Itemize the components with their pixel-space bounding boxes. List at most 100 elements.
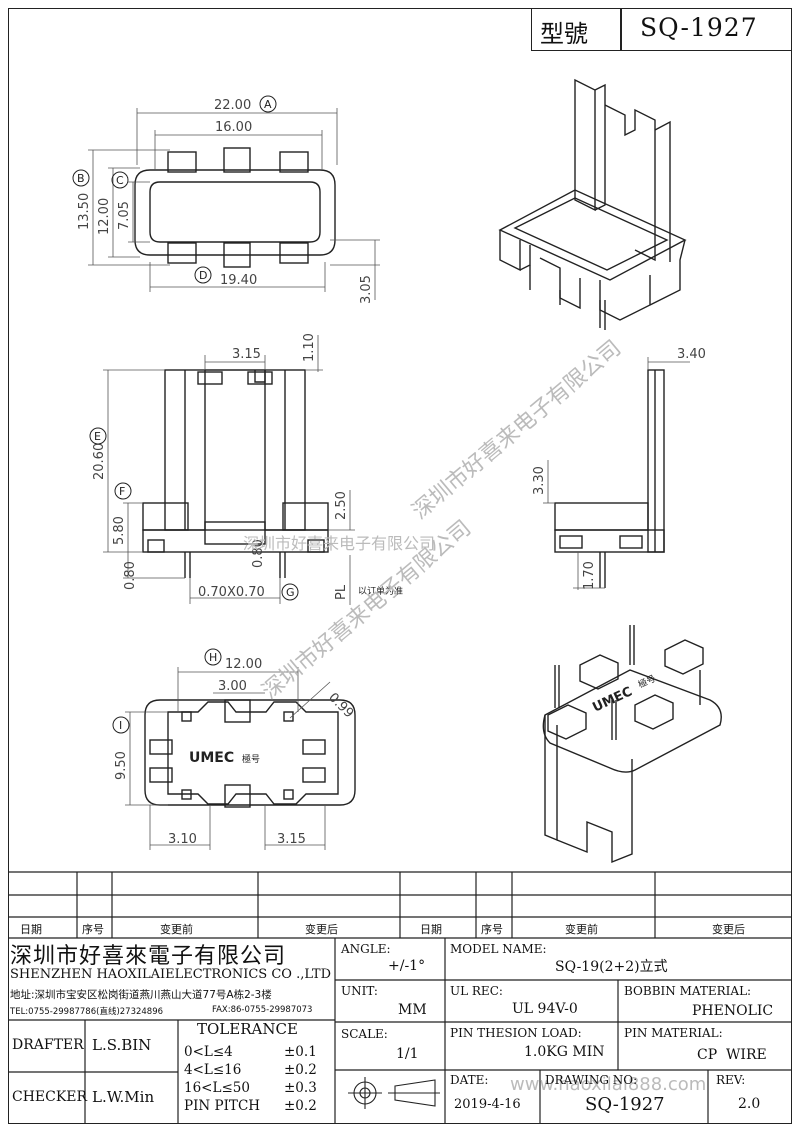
front-view: [142, 369, 329, 578]
watermark-horizontal: 深圳市好喜来电子有限公司: [243, 534, 435, 553]
isometric-view-top: [498, 78, 687, 330]
dim-1-7: 1.70: [582, 561, 597, 590]
callout-f: F: [119, 485, 125, 498]
model-number: SQ-1927: [640, 13, 758, 42]
pin-material-label: PIN MATERIAL:: [624, 1026, 723, 1040]
projection-symbol: [348, 1077, 440, 1109]
dim-22: 22.00: [214, 98, 251, 113]
bobbin-material-value: PHENOLIC: [692, 1003, 774, 1019]
scale-value: 1/1: [396, 1046, 419, 1062]
tolerance-value-2: ±0.2: [284, 1062, 317, 1078]
angle-value: +/-1°: [388, 958, 426, 974]
pl-note: 以订单为准: [358, 585, 403, 597]
title-block-grid: [8, 871, 792, 1124]
pin-tension-label: PIN THESION LOAD:: [450, 1026, 582, 1040]
callout-a: A: [264, 98, 272, 111]
callout-d: D: [199, 269, 207, 282]
callout-h: H: [209, 651, 217, 664]
callout-e: E: [94, 430, 101, 443]
title-box: [531, 8, 792, 51]
date-label: DATE:: [450, 1073, 489, 1087]
dim-0-99: 0.99: [325, 690, 356, 721]
pin-tension-value: 1.0KG MIN: [524, 1044, 605, 1060]
watermark-url: www.haoxilai888.com: [510, 1074, 706, 1095]
dim-20-6: 20.60: [92, 443, 107, 480]
bottom-mark: 極号: [242, 753, 260, 765]
dim-2-5: 2.50: [334, 491, 349, 520]
date-value: 2019-4-16: [454, 1097, 521, 1112]
company-fax: FAX:86-0755-29987073: [212, 1005, 313, 1015]
top-view: [134, 147, 336, 268]
unit-value: MM: [398, 1002, 427, 1018]
dim-16: 16.00: [215, 120, 252, 135]
drafter-value: L.S.BIN: [92, 1036, 152, 1054]
dim-3-15-bottom: 3.15: [277, 832, 306, 847]
rev-date-2: 日期: [420, 923, 442, 936]
rev-after-1: 变更后: [305, 923, 338, 936]
drawing-no-label: DRAWING NO:: [545, 1073, 638, 1087]
dim-0-8-center: 0.80: [251, 539, 266, 568]
rev-seq-2: 序号: [481, 923, 503, 936]
dim-3-05: 3.05: [359, 275, 374, 304]
ul-rec-value: UL 94V-0: [512, 1001, 578, 1017]
callout-c: C: [116, 174, 124, 187]
dim-13-5: 13.50: [77, 193, 92, 230]
dim-9-5: 9.50: [114, 751, 129, 780]
drawing-no-value: SQ-1927: [585, 1094, 665, 1115]
dim-3-bottom: 3.00: [218, 679, 247, 694]
dim-12: 12.00: [97, 198, 112, 235]
tolerance-value-1: ±0.1: [284, 1044, 317, 1060]
dim-pl: PL: [334, 584, 349, 600]
pin-material-value: CP WIRE: [697, 1047, 767, 1063]
type-label: 型號: [540, 20, 588, 48]
rev-value: 2.0: [738, 1096, 761, 1112]
scale-label: SCALE:: [341, 1027, 388, 1041]
angle-label: ANGLE:: [341, 942, 391, 956]
checker-label: CHECKER: [12, 1089, 88, 1105]
tolerance-range-4: PIN PITCH: [184, 1098, 261, 1114]
rev-before-1: 变更前: [160, 923, 193, 936]
ul-rec-label: UL REC:: [450, 984, 503, 998]
tolerance-range-2: 4<L≤16: [184, 1062, 242, 1078]
unit-label: UNIT:: [341, 984, 378, 998]
model-name-value: SQ-19(2+2)立式: [555, 959, 668, 975]
dim-3-4: 3.40: [677, 347, 706, 362]
rev-after-2: 变更后: [712, 923, 745, 936]
model-name-label: MODEL NAME:: [450, 942, 547, 956]
dim-1-1: 1.10: [302, 333, 317, 362]
drafter-label: DRAFTER: [12, 1037, 84, 1053]
dim-pin-size: 0.70X0.70: [198, 585, 265, 600]
tolerance-title: TOLERANCE: [197, 1020, 298, 1038]
tolerance-value-4: ±0.2: [284, 1098, 317, 1114]
rev-label: REV:: [716, 1073, 746, 1087]
rev-before-2: 变更前: [565, 923, 598, 936]
bottom-logo: UMEC: [189, 750, 234, 766]
isometric-view-bottom: [542, 625, 722, 864]
dim-3-15-front: 3.15: [232, 347, 261, 362]
iso-mark: 極号: [636, 672, 657, 690]
bobbin-material-label: BOBBIN MATERIAL:: [624, 984, 752, 998]
company-tel: TEL:0755-29987786(直线)27324896: [10, 1007, 164, 1017]
company-name-cn: 深圳市好喜來電子有限公司: [10, 944, 287, 969]
company-name-en: SHENZHEN HAOXILAIELECTRONICS CO .,LTD: [10, 967, 332, 982]
dim-0-8-left: 0.80: [123, 561, 138, 590]
callout-i: I: [119, 719, 122, 732]
callout-g: G: [286, 586, 295, 599]
callout-b: B: [77, 172, 85, 185]
dim-3-1: 3.10: [168, 832, 197, 847]
dim-3-3: 3.30: [532, 466, 547, 495]
dim-12-bottom: 12.00: [225, 657, 262, 672]
tolerance-range-1: 0<L≤4: [184, 1044, 233, 1060]
dim-5-8: 5.80: [112, 516, 127, 545]
dim-7-05: 7.05: [117, 201, 132, 230]
drawing-frame: [8, 8, 792, 1124]
rev-seq-1: 序号: [82, 923, 104, 936]
rev-date-1: 日期: [20, 923, 42, 936]
tolerance-value-3: ±0.3: [284, 1080, 317, 1096]
checker-value: L.W.Min: [92, 1088, 155, 1106]
tolerance-range-3: 16<L≤50: [184, 1080, 250, 1096]
side-view: [554, 369, 665, 588]
watermark-diagonal-1: 深圳市好喜来电子有限公司: [408, 336, 626, 525]
bottom-view: [144, 699, 356, 808]
